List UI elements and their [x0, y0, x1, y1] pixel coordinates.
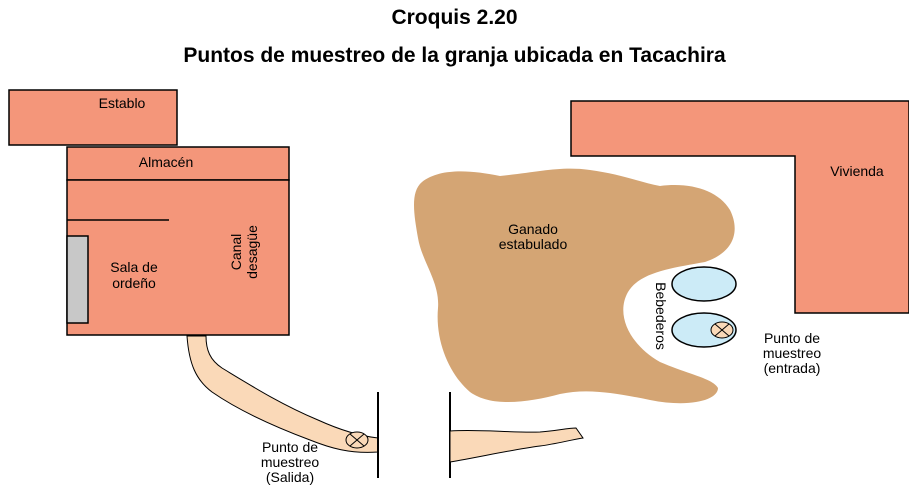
salida-label-line2: muestreo	[261, 454, 320, 470]
establo-label: Establo	[99, 95, 146, 111]
salida-label-line1: Punto de	[262, 439, 318, 455]
vivienda-label: Vivienda	[830, 163, 884, 179]
entrada-label-line2: muestreo	[763, 345, 822, 361]
canal-label-line2: desagüe	[244, 225, 260, 279]
sala-label-line1: Sala de	[110, 259, 158, 275]
ganado-label-line1: Ganado	[508, 221, 558, 237]
vivienda-building	[570, 100, 909, 314]
bebederos-label: Bebederos	[653, 282, 669, 350]
canal-label-line1: Canal	[228, 234, 244, 271]
sampling-marker-entrada-cross	[714, 323, 730, 337]
almacen-building	[66, 146, 290, 181]
water-trough-1	[671, 266, 737, 302]
almacen-label: Almacén	[139, 154, 193, 170]
figure-title: Puntos de muestreo de la granja ubicada …	[183, 44, 726, 67]
water-trough-2	[671, 312, 737, 348]
channel-segment-right	[449, 427, 584, 463]
figure-caption: Croquis 2.20	[391, 6, 518, 29]
salida-label-line3: (Salida)	[266, 469, 314, 485]
sala-ordeno-building	[66, 179, 290, 336]
sampling-marker-salida-cross	[349, 433, 365, 447]
entrada-label-line3: (entrada)	[764, 360, 821, 376]
door	[66, 235, 89, 324]
ganado-label-line2: estabulado	[499, 236, 568, 252]
establo-building	[8, 89, 178, 146]
ganado-estabulado-area	[414, 168, 735, 404]
entrada-label-line1: Punto de	[764, 330, 820, 346]
sala-label-line2: ordeño	[112, 275, 156, 291]
